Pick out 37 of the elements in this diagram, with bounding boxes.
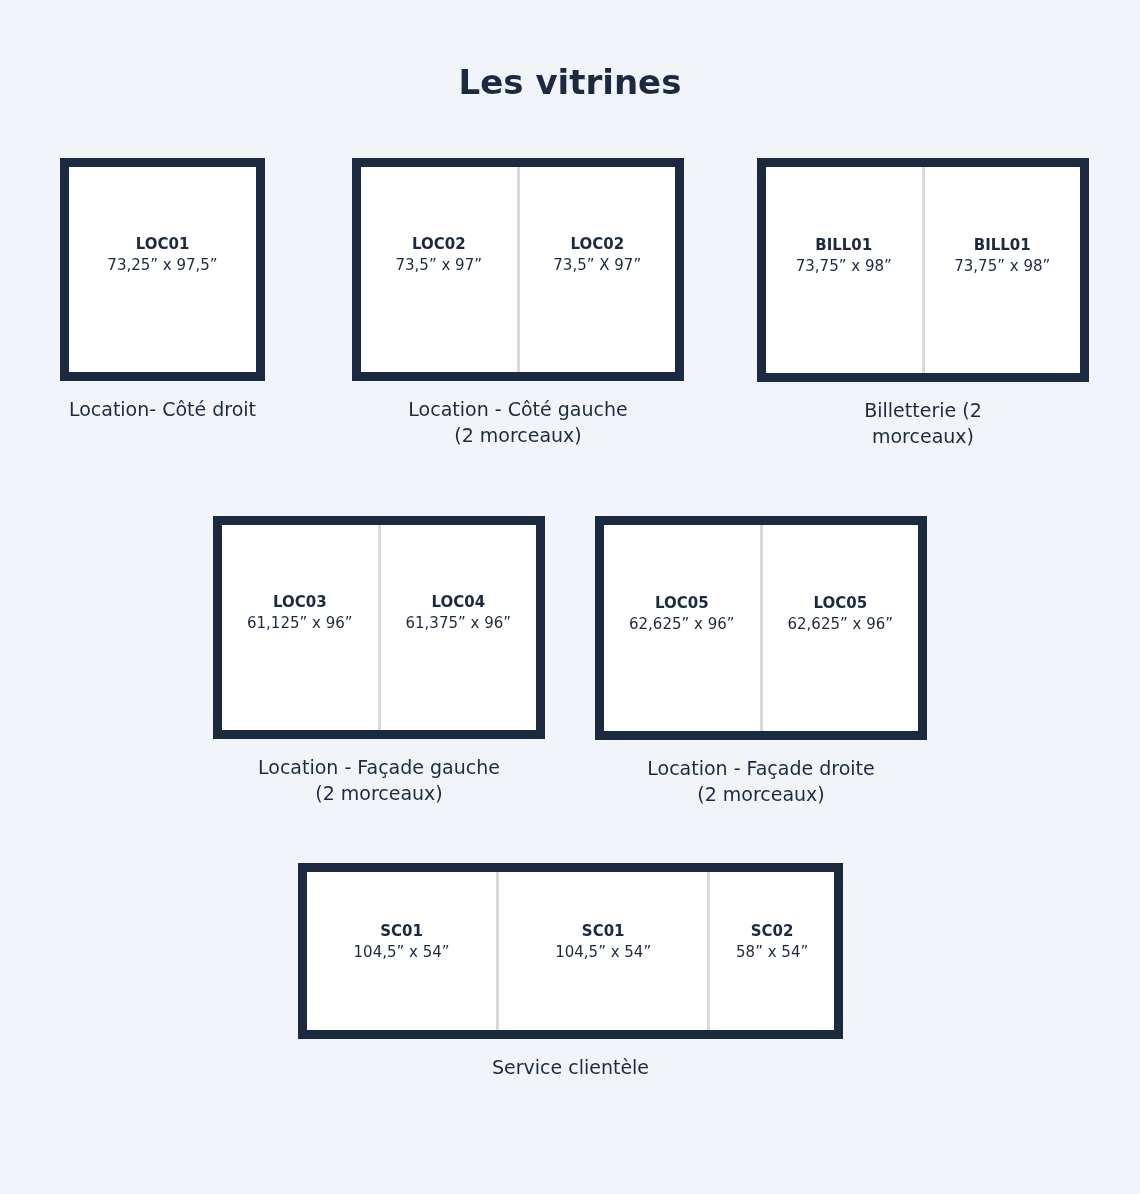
pane-dimensions: 58” x 54”	[736, 942, 809, 961]
pane-code: SC01	[380, 921, 423, 940]
frame-caption: Location - Façade gauche (2 morceaux)	[257, 755, 501, 806]
window-frame	[298, 863, 843, 1039]
pane-dimensions: 73,25” x 97,5”	[107, 256, 218, 274]
pane-code: LOC01	[135, 235, 190, 253]
pane-dimensions: 73,75” x 98”	[954, 256, 1051, 275]
window-frame	[757, 158, 1089, 382]
pane-code: LOC03	[272, 593, 327, 611]
window-frame	[595, 516, 927, 740]
frame-caption: Location - Façade droite (2 morceaux)	[646, 756, 876, 807]
pane-code: SC02	[750, 921, 794, 940]
pane-dimensions: 73,75” x 98”	[795, 256, 892, 275]
pane-code: BILL01	[815, 235, 873, 254]
pane-dimensions: 62,625” x 96”	[629, 614, 735, 633]
window-frame	[213, 516, 545, 739]
pane-code: LOC05	[654, 593, 709, 612]
window-frame	[60, 158, 265, 381]
pane-dimensions: 73,5” X 97”	[553, 256, 642, 274]
pane-code: LOC02	[411, 235, 466, 253]
pane-dimensions: 62,625” x 96”	[787, 614, 893, 633]
frame-caption: Billetterie (2 morceaux)	[863, 398, 983, 449]
pane-dimensions: 104,5” x 54”	[555, 942, 652, 961]
pane-dimensions: 61,125” x 96”	[247, 614, 353, 632]
diagram-title: Les vitrines	[457, 62, 683, 102]
pane-dimensions: 61,375” x 96”	[405, 614, 511, 632]
window-frame	[352, 158, 684, 381]
pane-code: LOC05	[813, 593, 868, 612]
frame-caption: Location- Côté droit	[67, 397, 258, 422]
pane-dimensions: 73,5” x 97”	[395, 256, 482, 274]
frame-caption: Service clientèle	[490, 1055, 651, 1080]
pane-dimensions: 104,5” x 54”	[353, 942, 450, 961]
pane-code: BILL01	[973, 235, 1031, 254]
frame-caption: Location - Côté gauche (2 morceaux)	[407, 397, 629, 448]
pane-code: LOC02	[570, 235, 625, 253]
pane-code: SC01	[581, 921, 625, 940]
pane-code: LOC04	[431, 593, 486, 611]
